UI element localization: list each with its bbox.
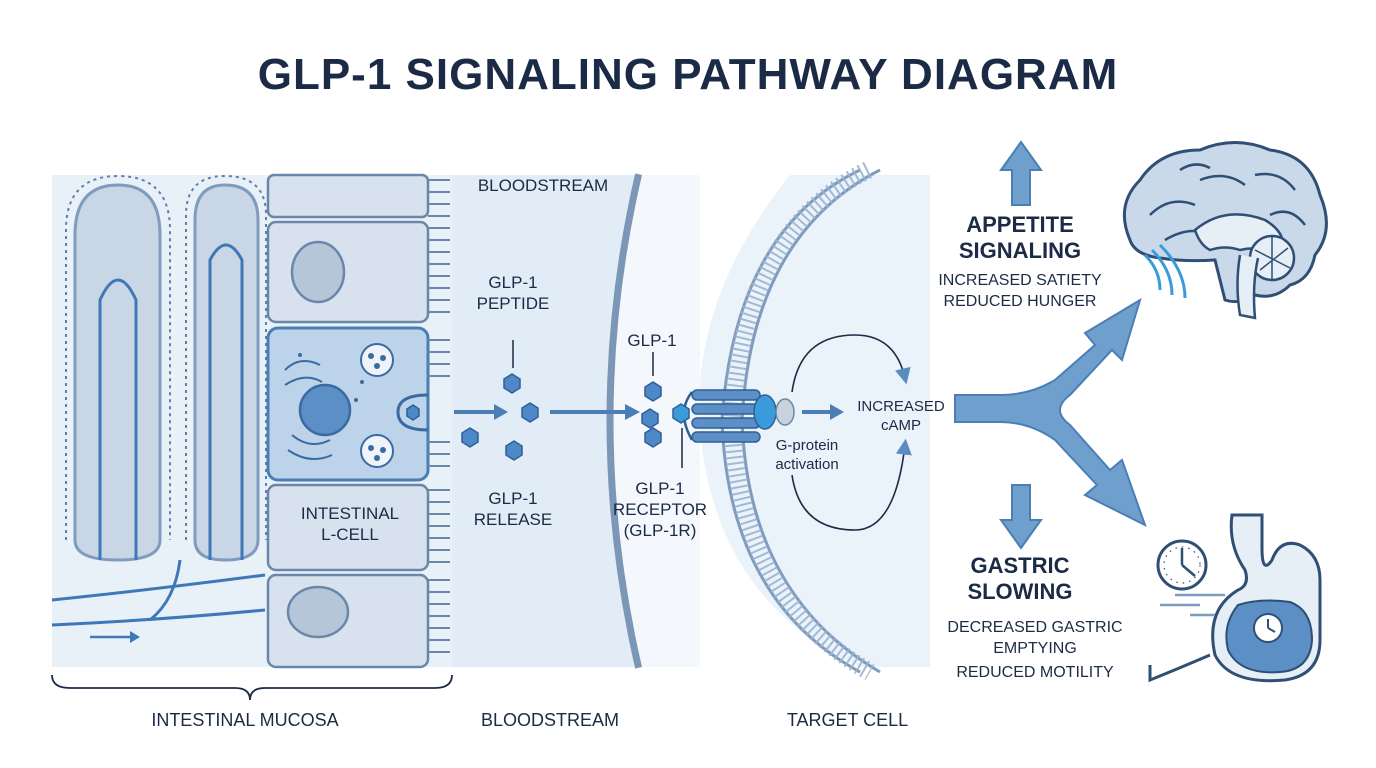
footer-target-cell: TARGET CELL <box>786 710 909 730</box>
mucosa-bracket <box>51 674 453 701</box>
cycle-arrow-bottom <box>791 438 912 531</box>
glp1-hexagon <box>505 440 523 461</box>
flow-arrow-vessel <box>90 631 140 643</box>
cell-nucleus <box>290 240 346 304</box>
g-protein-beta <box>775 398 795 426</box>
arrow-up <box>999 140 1043 206</box>
stomach-illustration <box>1148 513 1322 683</box>
l-cell-organelles <box>284 360 333 460</box>
page-title: GLP-1 SIGNALING PATHWAY DIAGRAM <box>257 50 1119 99</box>
lipid-bilayer <box>722 161 875 680</box>
flow-arrow-camp <box>802 404 844 420</box>
intestinal-lcell-label: INTESTINAL L-CELL <box>300 504 400 544</box>
signal-waves <box>1143 243 1187 299</box>
gastric-heading: GASTRIC SLOWING <box>967 553 1073 604</box>
l-cell-nucleus <box>298 383 352 437</box>
secretory-vesicle <box>360 434 394 468</box>
glp1-receptor-label: GLP-1 RECEPTOR (GLP-1R) <box>612 479 708 540</box>
flow-arrow-transport <box>550 404 640 420</box>
gastric-line1: DECREASED GASTRIC EMPTYING <box>947 619 1123 657</box>
footer-mucosa: INTESTINAL MUCOSA <box>151 710 339 730</box>
flow-arrow-release <box>454 404 508 420</box>
glp1-bound <box>672 403 690 424</box>
clock-icon <box>1156 539 1208 591</box>
gastric-line2: REDUCED MOTILITY <box>956 664 1114 681</box>
footer-bloodstream: BLOODSTREAM <box>480 710 620 730</box>
bloodstream-region <box>452 173 700 669</box>
motion-lines <box>1160 593 1225 617</box>
exocytosis-pocket <box>396 393 429 432</box>
glp1-label: GLP-1 <box>627 331 677 350</box>
glp1-hexagon <box>644 381 662 402</box>
gprotein-label: G-protein activation <box>775 437 839 473</box>
cell-nucleus <box>286 585 350 639</box>
target-cell <box>641 161 930 680</box>
glp1-release-label: GLP-1 RELEASE <box>473 489 553 529</box>
bloodstream-top-label: BLOODSTREAM <box>477 176 609 195</box>
branch-arrows <box>954 140 1147 550</box>
appetite-line2: REDUCED HUNGER <box>943 293 1097 310</box>
glp1-hexagon <box>644 427 662 448</box>
appetite-heading: APPETITE SIGNALING <box>958 212 1082 263</box>
glp1-receptor <box>682 389 761 443</box>
intestinal-mucosa <box>51 173 468 701</box>
glp1-peptide-label: GLP-1 PEPTIDE <box>476 273 550 313</box>
camp-label: INCREASED cAMP <box>857 398 945 434</box>
g-protein-alpha <box>753 394 777 430</box>
glp1-hexagon <box>461 427 479 448</box>
glp1-hexagon <box>503 373 521 394</box>
appetite-line1: INCREASED SATIETY <box>938 272 1102 289</box>
glp1-hexagon <box>641 408 659 429</box>
secretory-vesicle <box>360 343 394 377</box>
cycle-arrow-top <box>791 334 911 393</box>
arrow-down <box>999 484 1043 550</box>
brain-illustration <box>1122 141 1328 320</box>
brainstem <box>1236 254 1260 320</box>
l-cell <box>266 326 430 482</box>
glp1-hexagon <box>521 402 539 423</box>
glp1-hexagon <box>406 404 420 421</box>
villus-vessels <box>51 243 266 627</box>
